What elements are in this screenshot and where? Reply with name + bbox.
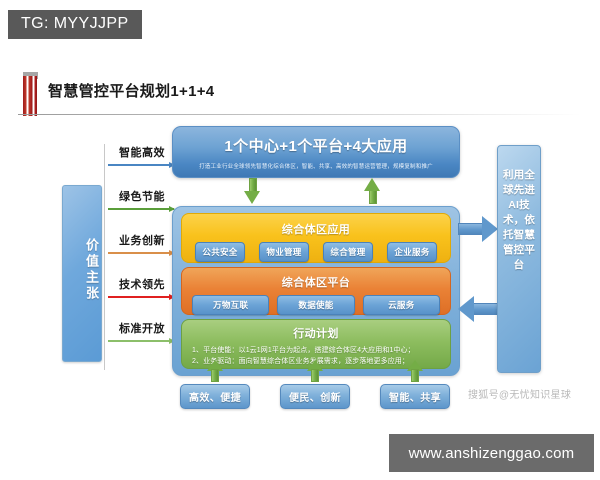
green-up-arrow-icon-1 <box>306 360 324 382</box>
diagram-canvas: 价值主张 智能高效 绿色节能 业务创新 技术领先 <box>0 118 600 418</box>
green-up-arrow-icon-0 <box>206 360 224 382</box>
value-label-text-1: 绿色节能 <box>119 191 165 203</box>
band-applications-chip-row: 公共安全 物业管理 综合管理 企业服务 <box>182 242 450 262</box>
page-title: 智慧管控平台规划1+1+4 <box>48 83 215 100</box>
title-accent-gray-cap <box>23 72 38 79</box>
value-label-text-4: 标准开放 <box>119 323 165 335</box>
site-watermark-banner: www.anshizenggao.com <box>389 434 594 472</box>
value-label-item-1: 绿色节能 <box>106 190 178 224</box>
chip-enterprise-service[interactable]: 企业服务 <box>387 242 437 262</box>
header-summary-title: 1个中心+1个平台+4大应用 <box>224 138 408 155</box>
value-label-item-0: 智能高效 <box>106 146 178 180</box>
chip-iot-connectivity[interactable]: 万物互联 <box>192 295 270 315</box>
chip-integrated-management[interactable]: 综合管理 <box>323 242 373 262</box>
chip-public-safety[interactable]: 公共安全 <box>195 242 245 262</box>
value-label-arrow-4 <box>108 338 175 344</box>
green-up-arrow-icon-2 <box>406 360 424 382</box>
action-plan-lines: 1、平台使能：以1云1网1平台为起点，搭建综合体区4大应用和1中心； 2、业务驱… <box>182 345 450 367</box>
value-label-arrow-3 <box>108 294 175 300</box>
sohu-watermark: 搜狐号@无忧知识星球 <box>468 390 572 401</box>
center-stack: 1个中心+1个平台+4大应用 打造工业行业全球领先智慧化综合体区，智能、共享、高… <box>172 126 460 386</box>
chip-property-management[interactable]: 物业管理 <box>259 242 309 262</box>
title-accent-red-bars <box>23 76 37 116</box>
value-label-item-4: 标准开放 <box>106 322 178 356</box>
value-proposition-label: 价值主张 <box>84 238 99 302</box>
slide-title-block: 智慧管控平台规划1+1+4 <box>18 72 582 116</box>
value-label-text-2: 业务创新 <box>119 235 165 247</box>
band-applications: 综合体区应用 公共安全 物业管理 综合管理 企业服务 <box>181 213 451 263</box>
chip-cloud-service[interactable]: 云服务 <box>362 295 440 315</box>
bottom-outcome-1: 便民、创新 <box>272 360 358 409</box>
right-capability-label: 利用全球先进AI技术，依托智慧管控平台 <box>502 169 536 271</box>
band-applications-title: 综合体区应用 <box>281 224 351 236</box>
bottom-outcome-2: 智能、共享 <box>372 360 458 409</box>
blue-left-arrow-icon <box>458 296 498 322</box>
chip-data-enablement[interactable]: 数据使能 <box>277 295 355 315</box>
bottom-tag-benefit-innovation[interactable]: 便民、创新 <box>280 384 350 409</box>
band-platform-title: 综合体区平台 <box>281 277 351 289</box>
bottom-outcomes-row: 高效、便捷 便民、创新 智能、共享 <box>172 360 458 418</box>
blue-right-arrow-icon <box>458 216 498 242</box>
value-label-item-2: 业务创新 <box>106 234 178 268</box>
value-proposition-panel: 价值主张 <box>62 185 102 362</box>
layers-container: 综合体区应用 公共安全 物业管理 综合管理 企业服务 综合体区平台 万物互联 数… <box>172 206 460 376</box>
band-action-plan-title: 行动计划 <box>293 328 339 340</box>
value-label-arrow-0 <box>108 162 175 168</box>
green-up-arrow-icon <box>364 178 381 204</box>
header-summary-box: 1个中心+1个平台+4大应用 打造工业行业全球领先智慧化综合体区，智能、共享、高… <box>172 126 460 178</box>
header-summary-subtitle: 打造工业行业全球领先智慧化综合体区，智能、共享、高效的智慧运营管理，规模复制和推… <box>199 163 433 171</box>
action-plan-line-1: 1、平台使能：以1云1网1平台为起点，搭建综合体区4大应用和1中心； <box>192 347 415 354</box>
value-label-text-0: 智能高效 <box>119 147 165 159</box>
tg-banner: TG: MYYJJPP <box>8 10 142 39</box>
label-column-divider <box>104 144 105 370</box>
bottom-tag-efficient-convenient[interactable]: 高效、便捷 <box>180 384 250 409</box>
value-label-column: 智能高效 绿色节能 业务创新 技术领先 标准开放 <box>106 146 178 366</box>
green-down-arrow-icon <box>244 178 261 204</box>
value-label-arrow-1 <box>108 206 175 212</box>
band-platform-chip-row: 万物互联 数据使能 云服务 <box>182 295 450 315</box>
value-label-text-3: 技术领先 <box>119 279 165 291</box>
value-label-item-3: 技术领先 <box>106 278 178 312</box>
title-divider <box>18 114 582 115</box>
action-plan-line-2: 2、业务驱动：面向智慧综合体区业务发展需求，逐步落地更多应用； <box>192 358 409 365</box>
band-platform: 综合体区平台 万物互联 数据使能 云服务 <box>181 267 451 315</box>
bottom-outcome-0: 高效、便捷 <box>172 360 258 409</box>
right-capability-panel: 利用全球先进AI技术，依托智慧管控平台 <box>497 145 541 373</box>
bottom-tag-smart-sharing[interactable]: 智能、共享 <box>380 384 450 409</box>
value-label-arrow-2 <box>108 250 175 256</box>
